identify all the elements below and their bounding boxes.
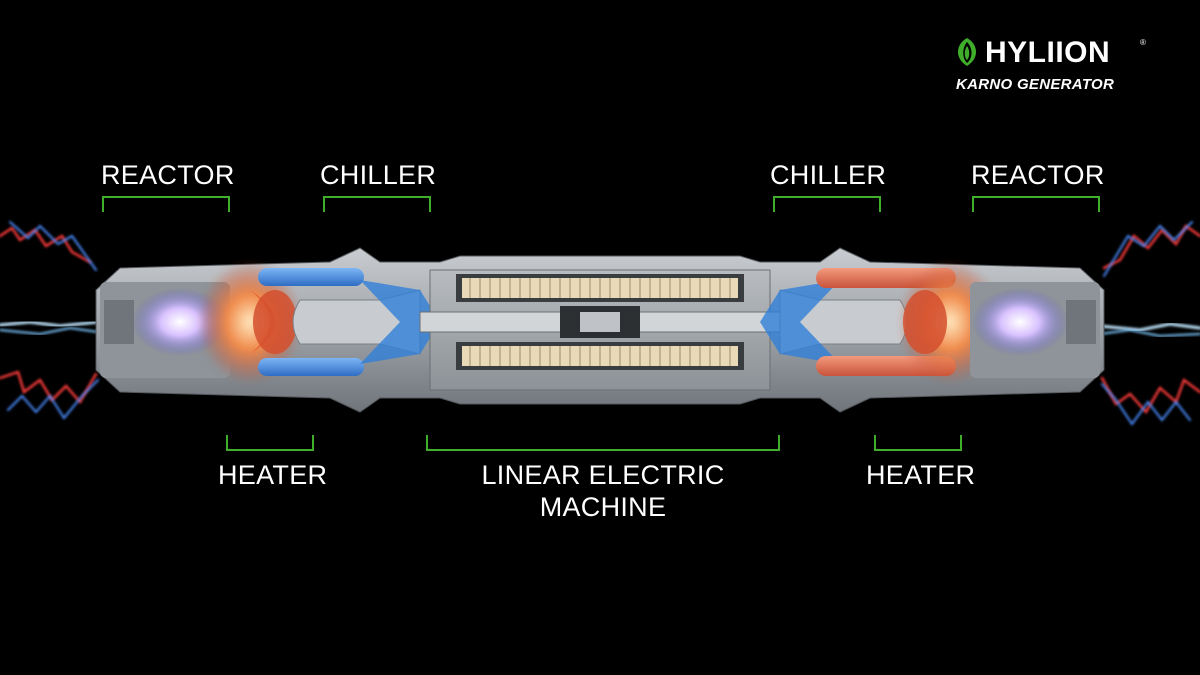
bracket-heater-right — [874, 435, 962, 451]
electric-arc-icon — [0, 221, 100, 420]
bracket-heater-left — [226, 435, 314, 451]
bracket-reactor-left — [102, 196, 230, 212]
bracket-chiller-left — [323, 196, 431, 212]
chiller-left-tube-bottom — [258, 358, 364, 376]
label-heater-right: HEATER — [866, 460, 976, 490]
reactor-right-plasma — [972, 288, 1068, 356]
bracket-reactor-right — [972, 196, 1100, 212]
label-linear-line1: LINEAR ELECTRIC — [481, 460, 725, 490]
leaf-logo-icon — [957, 38, 977, 66]
bracket-linear-machine — [426, 435, 780, 451]
bracket-chiller-right — [773, 196, 881, 212]
brand-name: HYLIION — [985, 36, 1111, 69]
electric-arc-icon — [1098, 221, 1200, 426]
registered-mark: ® — [1140, 38, 1146, 47]
chiller-left-tube-top — [258, 268, 364, 286]
label-reactor-left: REACTOR — [101, 160, 235, 190]
brand-product: KARNO GENERATOR — [956, 76, 1115, 93]
label-chiller-right: CHILLER — [770, 160, 887, 190]
label-linear-machine: LINEAR ELECTRIC MACHINE — [426, 459, 780, 523]
label-heater-left: HEATER — [218, 460, 328, 490]
label-linear-line2: MACHINE — [539, 492, 667, 522]
label-chiller-left: CHILLER — [320, 160, 437, 190]
label-reactor-right: REACTOR — [971, 160, 1105, 190]
brand-logo: HYLIION ® KARNO GENERATOR — [952, 34, 1152, 98]
